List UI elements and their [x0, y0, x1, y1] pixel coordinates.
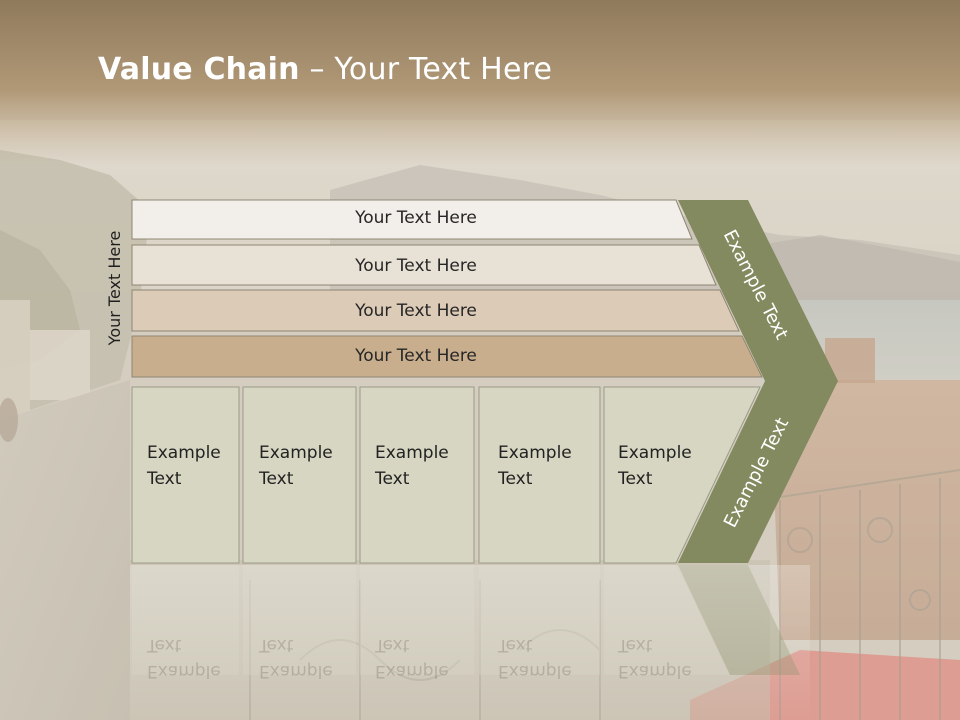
box-4-line1: Example	[498, 443, 572, 463]
bar-4-shape	[131, 335, 763, 378]
box-4-reflection: Example Text	[498, 632, 572, 684]
box-5-line2: Text	[618, 469, 653, 489]
box-1-line2: Text	[147, 469, 182, 489]
box-4-reflection-line2: Text	[498, 635, 533, 655]
box-3-line2: Text	[375, 469, 410, 489]
box-3-line1: Example	[375, 443, 449, 463]
bar-1-shape	[131, 199, 693, 240]
box-1-reflection-line1: Example	[147, 661, 221, 681]
box-5-reflection-line1: Example	[618, 661, 692, 681]
box-3-shape	[359, 386, 475, 564]
bar-3-label: Your Text Here	[355, 301, 477, 321]
side-label: Your Text Here	[105, 230, 124, 346]
box-2-reflection: Example Text	[259, 632, 333, 684]
box-5-reflection: Example Text	[618, 632, 692, 684]
box-1-line1: Example	[147, 443, 221, 463]
bar-2-label: Your Text Here	[355, 256, 477, 276]
box-2-reflection-line1: Example	[259, 661, 333, 681]
box-2-line2: Text	[259, 469, 294, 489]
bar-2-shape	[131, 244, 717, 286]
box-4-reflection-line1: Example	[498, 661, 572, 681]
box-3-reflection-line1: Example	[375, 661, 449, 681]
box-1-reflection-line2: Text	[147, 635, 182, 655]
bar-1-label: Your Text Here	[355, 208, 477, 228]
box-2-line1: Example	[259, 443, 333, 463]
chevron-shape	[678, 200, 838, 563]
box-1-shape	[131, 386, 240, 564]
box-5-line1: Example	[618, 443, 692, 463]
box-1-reflection: Example Text	[147, 632, 221, 684]
title-bold: Value Chain	[98, 52, 300, 87]
slide-title: Value Chain – Your Text Here	[98, 52, 552, 87]
box-2-reflection-line2: Text	[259, 635, 294, 655]
box-4-line2: Text	[498, 469, 533, 489]
bar-3-shape	[131, 289, 740, 332]
box-2-shape	[242, 386, 357, 564]
box-3-reflection-line2: Text	[375, 635, 410, 655]
box-5-shape	[603, 386, 761, 564]
box-4-shape	[478, 386, 601, 564]
box-3-reflection: Example Text	[375, 632, 449, 684]
title-rest: – Your Text Here	[299, 52, 553, 87]
bar-4-label: Your Text Here	[355, 346, 477, 366]
box-5-reflection-line2: Text	[618, 635, 653, 655]
